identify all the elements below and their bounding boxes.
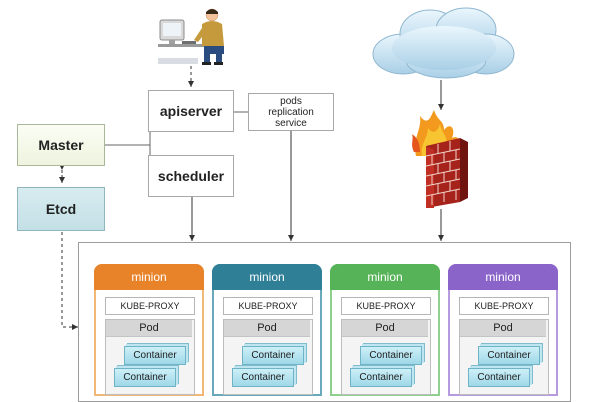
kube-proxy-label: KUBE-PROXY (105, 297, 195, 315)
container-box: Container (114, 368, 176, 387)
rs-label-line-3: service (275, 117, 307, 129)
etcd-label: Etcd (45, 201, 77, 217)
pod-label: Pod (106, 320, 192, 337)
minion-title: minion (448, 264, 558, 290)
minion-title: minion (212, 264, 322, 290)
pod-label: Pod (460, 320, 546, 337)
master-label: Master (38, 137, 84, 153)
pod-label: Pod (224, 320, 310, 337)
master-box: Master (17, 124, 105, 166)
kube-proxy-label: KUBE-PROXY (223, 297, 313, 315)
container-box: Container (350, 368, 412, 387)
container-box: Container (478, 346, 540, 365)
apiserver-label: apiserver (159, 103, 223, 119)
user-at-computer-icon (158, 8, 224, 65)
pod-label: Pod (342, 320, 428, 337)
etcd-box: Etcd (17, 187, 105, 231)
etcd-to-cluster-line (61, 232, 78, 330)
scheduler-label: scheduler (157, 168, 225, 184)
kube-proxy-label: KUBE-PROXY (341, 297, 431, 315)
replication-service-box: pods replication service (248, 93, 334, 131)
container-box: Container (360, 346, 422, 365)
apiserver-box: apiserver (148, 90, 234, 132)
container-box: Container (232, 368, 294, 387)
scheduler-box: scheduler (148, 155, 234, 197)
kube-proxy-label: KUBE-PROXY (459, 297, 549, 315)
minion-title: minion (330, 264, 440, 290)
container-box: Container (124, 346, 186, 365)
rs-label-line-1: pods (280, 95, 302, 107)
firewall-icon (412, 110, 468, 208)
rs-label-line-2: replication (268, 106, 314, 118)
internet-cloud-icon (372, 7, 515, 79)
container-box: Container (468, 368, 530, 387)
minion-title: minion (94, 264, 204, 290)
container-box: Container (242, 346, 304, 365)
